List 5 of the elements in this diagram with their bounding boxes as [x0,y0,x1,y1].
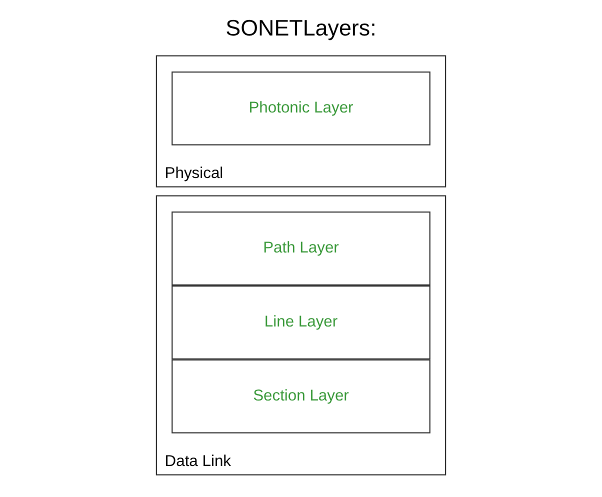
diagram-title: SONETLayers: [226,16,376,41]
node-box: Photonic Layer [172,71,430,146]
node-box: Line Layer [172,285,430,360]
node-box: Path Layer [172,212,430,286]
node-box: Section Layer [172,359,430,434]
